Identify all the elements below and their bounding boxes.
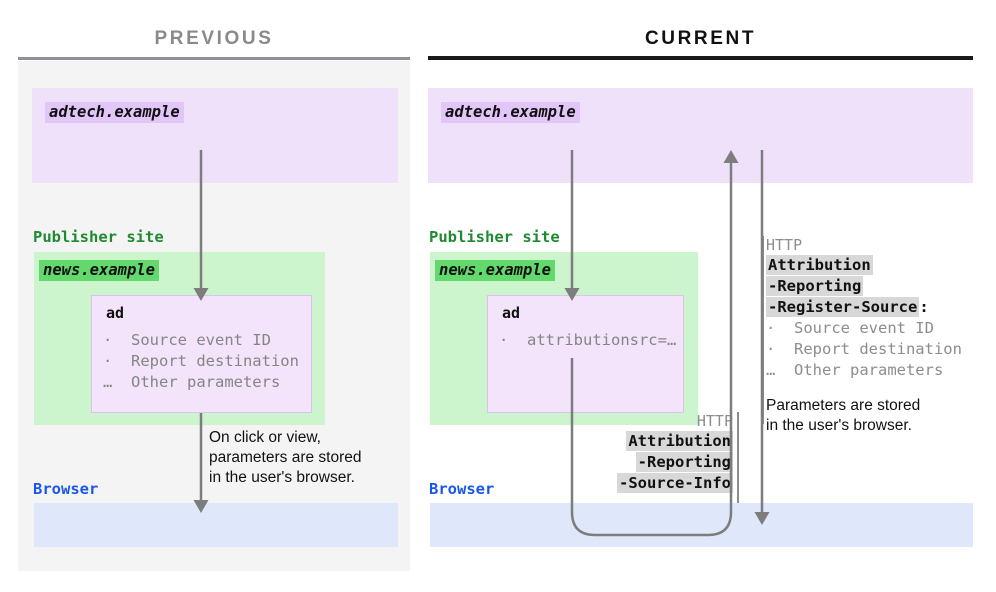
column-title-current: CURRENT — [644, 28, 757, 49]
adtech-domain-chip-previous: adtech.example — [45, 102, 184, 124]
ad-card-title-previous: ad — [106, 304, 125, 322]
column-rule-previous — [18, 57, 410, 60]
browser-label-current: Browser — [429, 480, 495, 498]
adtech-domain-chip-current: adtech.example — [441, 102, 580, 124]
http-request-token-line-1: Attribution — [626, 431, 733, 451]
annotation-note-current: Parameters are stored in the user's brow… — [766, 397, 921, 434]
browser-label-previous: Browser — [33, 480, 99, 498]
http-request-token-line-3: -Source-Info — [617, 473, 733, 493]
browser-zone-current — [430, 503, 973, 547]
ad-card-previous: ad · Source event ID · Report destinatio… — [91, 295, 312, 413]
http-response-parameters: · Source event ID · Report destination …… — [766, 319, 962, 379]
http-response-callout-rule — [762, 236, 764, 424]
ad-card-parameters-previous: · Source event ID · Report destination …… — [103, 331, 299, 391]
publisher-site-label-previous: Publisher site — [33, 228, 164, 246]
http-response-colon: : — [919, 298, 929, 316]
column-rule-current — [428, 56, 973, 60]
publisher-domain-chip-current: news.example — [435, 260, 555, 282]
column-title-previous: PREVIOUS — [154, 28, 274, 49]
publisher-site-label-current: Publisher site — [429, 228, 560, 246]
http-response-callout: HTTP Attribution -Reporting -Register-So… — [766, 236, 971, 381]
http-response-protocol: HTTP — [766, 236, 803, 254]
http-response-token-line-3: -Register-Source: — [766, 297, 929, 317]
annotation-note-previous: On click or view, parameters are stored … — [209, 429, 362, 486]
http-response-token-line-2: -Reporting — [766, 276, 864, 296]
http-response-token-line-1: Attribution — [766, 255, 873, 275]
http-request-token-line-2: -Reporting — [635, 452, 733, 472]
http-request-callout: HTTP Attribution -Reporting -Source-Info — [568, 412, 733, 494]
publisher-domain-chip-previous: news.example — [39, 260, 159, 282]
browser-zone-previous — [34, 503, 398, 547]
ad-card-current: ad · attributionsrc=… — [487, 295, 684, 413]
http-request-protocol: HTTP — [696, 412, 733, 430]
ad-card-title-current: ad — [502, 304, 521, 322]
ad-card-parameters-current: · attributionsrc=… — [499, 331, 677, 349]
http-request-callout-rule — [737, 412, 739, 508]
